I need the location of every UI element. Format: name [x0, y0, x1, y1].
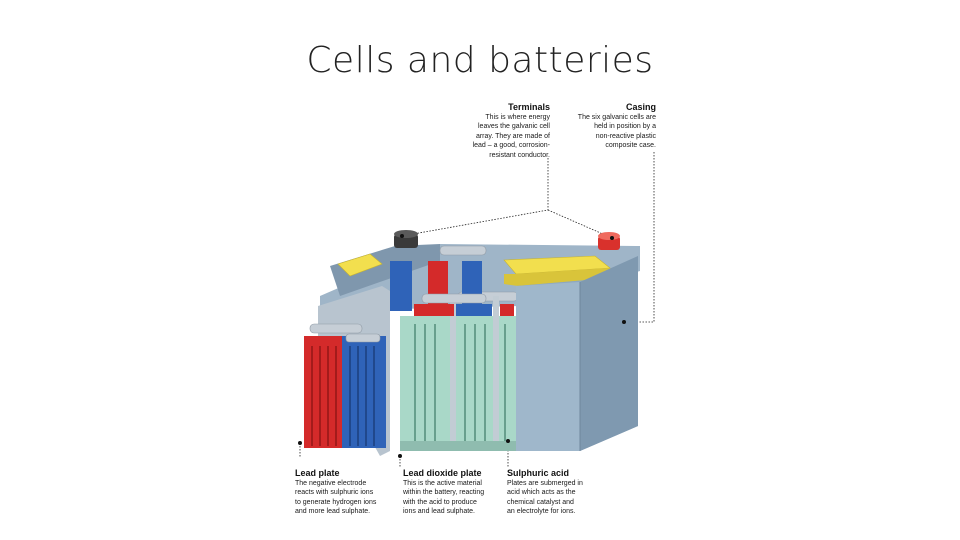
- lead-plate-line: to generate hydrogen ions: [295, 498, 377, 506]
- battery-diagram: Terminals This is where energy leaves th…: [290, 96, 660, 526]
- casing-line: non-reactive plastic: [595, 132, 656, 140]
- slide-title: Cells and batteries: [306, 40, 654, 81]
- lead-plate-line: reacts with sulphuric ions: [295, 489, 374, 497]
- sulphuric-acid-line: chemical catalyst and: [507, 498, 574, 506]
- middle-cell-plates: [414, 293, 514, 316]
- cover-plate-left: [337, 253, 383, 277]
- acid-chamber: [400, 296, 520, 451]
- lead-dioxide-plate-line: ions and lead sulphate.: [403, 508, 475, 516]
- front-left-plates: [304, 323, 386, 448]
- casing-heading: Casing: [625, 102, 656, 112]
- terminals-line: lead – a good, corrosion-: [472, 142, 550, 150]
- lead-dioxide-plate-line: with the acid to produce: [403, 498, 477, 506]
- lead-dioxide-plate-heading: Lead dioxide plate: [403, 468, 482, 478]
- terminals-line: array. They are made of: [475, 132, 550, 140]
- lead-plate-caption: Lead plate The negative electrode reacts…: [295, 468, 395, 517]
- lead-plate-shape: [304, 336, 344, 448]
- casing-caption: Casing The six galvanic cells are held i…: [558, 102, 656, 151]
- terminal-negative: [394, 230, 418, 248]
- lead-plate-line: and more lead sulphate.: [295, 508, 371, 516]
- sulphuric-acid-line: acid which acts as the: [507, 489, 576, 497]
- casing-line: composite case.: [605, 142, 656, 150]
- leader-dots: [298, 234, 626, 458]
- battery-cutaway-illustration: [298, 152, 655, 468]
- lead-dioxide-plate-line: This is the active material: [403, 480, 482, 487]
- terminals-leader-left: [401, 158, 549, 237]
- lead-dioxide-plate-line: within the battery, reacting: [403, 489, 485, 497]
- lead-dioxide-plate-shape: [342, 336, 386, 448]
- terminal-positive: [598, 232, 620, 250]
- lead-dioxide-plate-caption: Lead dioxide plate This is the active ma…: [403, 468, 511, 517]
- terminals-line: leaves the galvanic cell: [478, 123, 550, 131]
- casing-line: held in position by a: [594, 123, 656, 131]
- sulphuric-acid-line: an electrolyte for ions.: [507, 508, 576, 516]
- sulphuric-acid-heading: Sulphuric acid: [507, 468, 570, 478]
- terminals-line: This is where energy: [485, 114, 550, 121]
- casing-box: [516, 256, 638, 451]
- lead-plate-heading: Lead plate: [295, 468, 340, 478]
- sulphuric-acid-caption: Sulphuric acid Plates are submerged in a…: [507, 468, 607, 517]
- terminals-line: resistant conductor.: [489, 151, 550, 159]
- casing-line: The six galvanic cells are: [577, 114, 656, 121]
- terminals-caption: Terminals This is where energy leaves th…: [450, 102, 550, 160]
- sulphuric-acid-line: Plates are submerged in: [507, 480, 583, 487]
- terminals-heading: Terminals: [508, 102, 550, 112]
- lead-plate-line: The negative electrode: [295, 480, 367, 487]
- back-plates: [390, 261, 482, 311]
